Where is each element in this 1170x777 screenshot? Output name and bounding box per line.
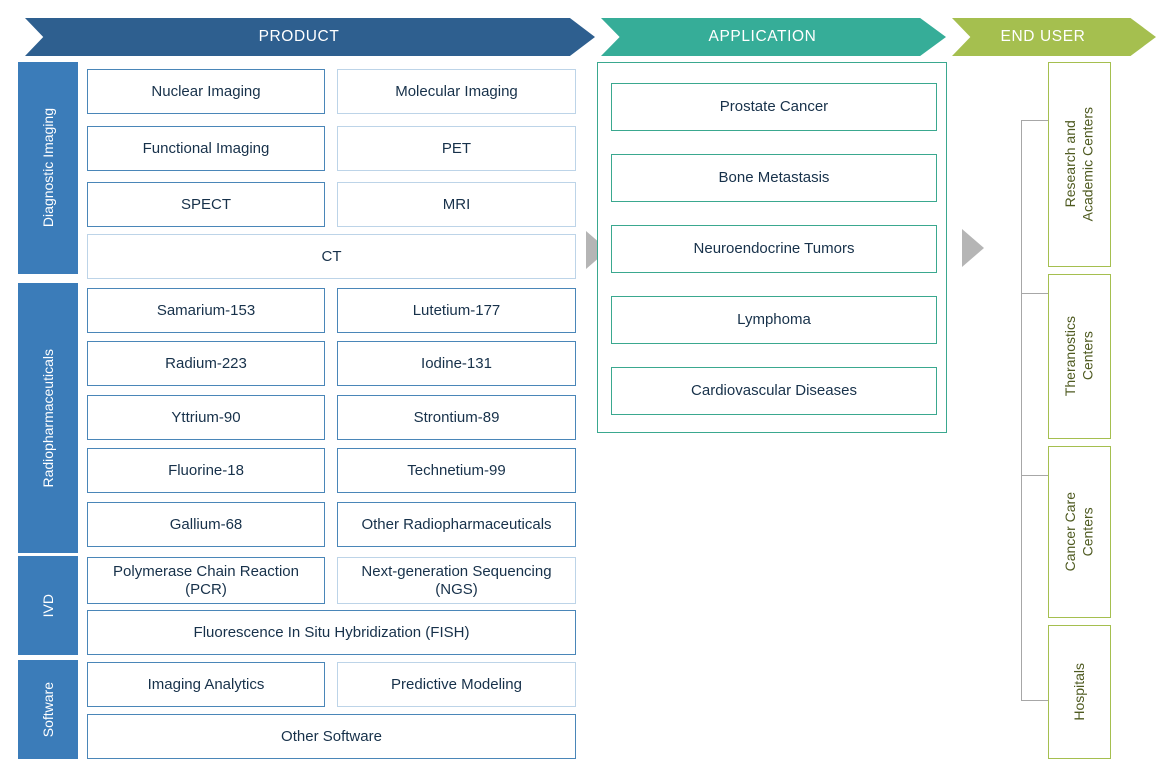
end-user-box-theranostics-centers[interactable]: Theranostics Centers — [1048, 274, 1111, 439]
product-box-label: Lutetium-177 — [412, 301, 501, 319]
rail-ivd: IVD — [18, 556, 78, 655]
product-box-ct[interactable]: CT — [87, 234, 576, 279]
product-box-label: Polymerase Chain Reaction (PCR) — [113, 563, 299, 598]
product-box-label: Samarium-153 — [156, 301, 256, 319]
product-box-nuclear-imaging[interactable]: Nuclear Imaging — [87, 69, 325, 114]
end-user-box-hospitals[interactable]: Hospitals — [1048, 625, 1111, 759]
end-user-box-label: Theranostics Centers — [1062, 316, 1096, 397]
product-box-label: Other Radiopharmaceuticals — [361, 515, 552, 533]
product-box-label: CT — [321, 247, 342, 265]
application-box-label: Cardiovascular Diseases — [691, 382, 857, 400]
product-box-fluorine-18[interactable]: Fluorine-18 — [87, 448, 325, 493]
banner-end-user: END USER — [952, 18, 1156, 56]
banner-application: APPLICATION — [601, 18, 946, 56]
end-user-box-research-and-academic-centers[interactable]: Research and Academic Centers — [1048, 62, 1111, 267]
product-box-other-software[interactable]: Other Software — [87, 714, 576, 759]
product-box-spect[interactable]: SPECT — [87, 182, 325, 227]
end-user-bracket-stub — [1021, 475, 1048, 476]
banner-application-label: APPLICATION — [708, 28, 817, 45]
rail-label: Software — [40, 681, 56, 738]
product-box-samarium-153[interactable]: Samarium-153 — [87, 288, 325, 333]
application-box-lymphoma[interactable]: Lymphoma — [611, 296, 937, 344]
product-box-label: MRI — [442, 195, 471, 213]
product-box-pcr[interactable]: Polymerase Chain Reaction (PCR) — [87, 557, 325, 604]
product-box-label: Molecular Imaging — [395, 82, 518, 100]
product-box-yttrium-90[interactable]: Yttrium-90 — [87, 395, 325, 440]
application-box-bone-metastasis[interactable]: Bone Metastasis — [611, 154, 937, 202]
product-box-label: Technetium-99 — [407, 461, 506, 479]
product-box-label: Functional Imaging — [142, 139, 270, 157]
product-box-label: Strontium-89 — [413, 408, 500, 426]
banner-product-label: PRODUCT — [258, 28, 340, 45]
application-box-label: Lymphoma — [737, 311, 811, 329]
product-box-iodine-131[interactable]: Iodine-131 — [337, 341, 576, 386]
product-box-strontium-89[interactable]: Strontium-89 — [337, 395, 576, 440]
application-box-prostate-cancer[interactable]: Prostate Cancer — [611, 83, 937, 131]
product-box-mri[interactable]: MRI — [337, 182, 576, 227]
end-user-bracket — [1021, 120, 1022, 700]
product-box-pet[interactable]: PET — [337, 126, 576, 171]
product-box-functional-imaging[interactable]: Functional Imaging — [87, 126, 325, 171]
product-box-label: Fluorescence In Situ Hybridization (FISH… — [193, 623, 470, 641]
product-box-label: Other Software — [281, 727, 382, 745]
rail-software: Software — [18, 660, 78, 759]
application-box-label: Neuroendocrine Tumors — [693, 240, 855, 258]
product-box-lutetium-177[interactable]: Lutetium-177 — [337, 288, 576, 333]
end-user-box-label: Hospitals — [1070, 663, 1087, 721]
application-box-label: Prostate Cancer — [719, 98, 829, 116]
application-box-cardiovascular-diseases[interactable]: Cardiovascular Diseases — [611, 367, 937, 415]
product-box-label: Nuclear Imaging — [151, 82, 261, 100]
rail-diagnostic-imaging: Diagnostic Imaging — [18, 62, 78, 274]
rail-label: Radiopharmaceuticals — [40, 348, 56, 488]
product-box-label: Radium-223 — [165, 354, 247, 372]
application-box-neuroendocrine-tumors[interactable]: Neuroendocrine Tumors — [611, 225, 937, 273]
product-box-imaging-analytics[interactable]: Imaging Analytics — [87, 662, 325, 707]
product-box-label: Predictive Modeling — [391, 675, 522, 693]
product-box-label: Imaging Analytics — [147, 675, 265, 693]
product-box-ngs[interactable]: Next-generation Sequencing (NGS) — [337, 557, 576, 604]
end-user-bracket-stub — [1021, 293, 1048, 294]
rail-radiopharmaceuticals: Radiopharmaceuticals — [18, 283, 78, 553]
end-user-bracket-stub — [1021, 120, 1048, 121]
product-box-molecular-imaging[interactable]: Molecular Imaging — [337, 69, 576, 114]
rail-label: Diagnostic Imaging — [40, 108, 56, 228]
banner-product: PRODUCT — [25, 18, 595, 56]
end-user-box-label: Cancer Care Centers — [1062, 492, 1096, 572]
product-box-label: Gallium-68 — [169, 515, 243, 533]
product-box-technetium-99[interactable]: Technetium-99 — [337, 448, 576, 493]
product-box-gallium-68[interactable]: Gallium-68 — [87, 502, 325, 547]
banner-end-user-label: END USER — [1000, 28, 1086, 45]
product-box-label: Yttrium-90 — [171, 408, 241, 426]
product-box-radium-223[interactable]: Radium-223 — [87, 341, 325, 386]
end-user-box-cancer-care-centers[interactable]: Cancer Care Centers — [1048, 446, 1111, 618]
product-box-label: Next-generation Sequencing (NGS) — [361, 563, 552, 598]
product-box-label: SPECT — [180, 195, 231, 213]
application-box-label: Bone Metastasis — [718, 169, 830, 187]
product-box-label: Fluorine-18 — [168, 461, 244, 479]
arrow-application-to-end-user-icon — [962, 229, 984, 267]
product-box-fish[interactable]: Fluorescence In Situ Hybridization (FISH… — [87, 610, 576, 655]
product-box-other-radiopharmaceuticals[interactable]: Other Radiopharmaceuticals — [337, 502, 576, 547]
end-user-box-label: Research and Academic Centers — [1062, 107, 1096, 222]
product-box-label: PET — [441, 139, 472, 157]
product-box-label: Iodine-131 — [421, 354, 492, 372]
end-user-bracket-stub — [1021, 700, 1048, 701]
product-box-predictive-modeling[interactable]: Predictive Modeling — [337, 662, 576, 707]
rail-label: IVD — [40, 593, 56, 618]
